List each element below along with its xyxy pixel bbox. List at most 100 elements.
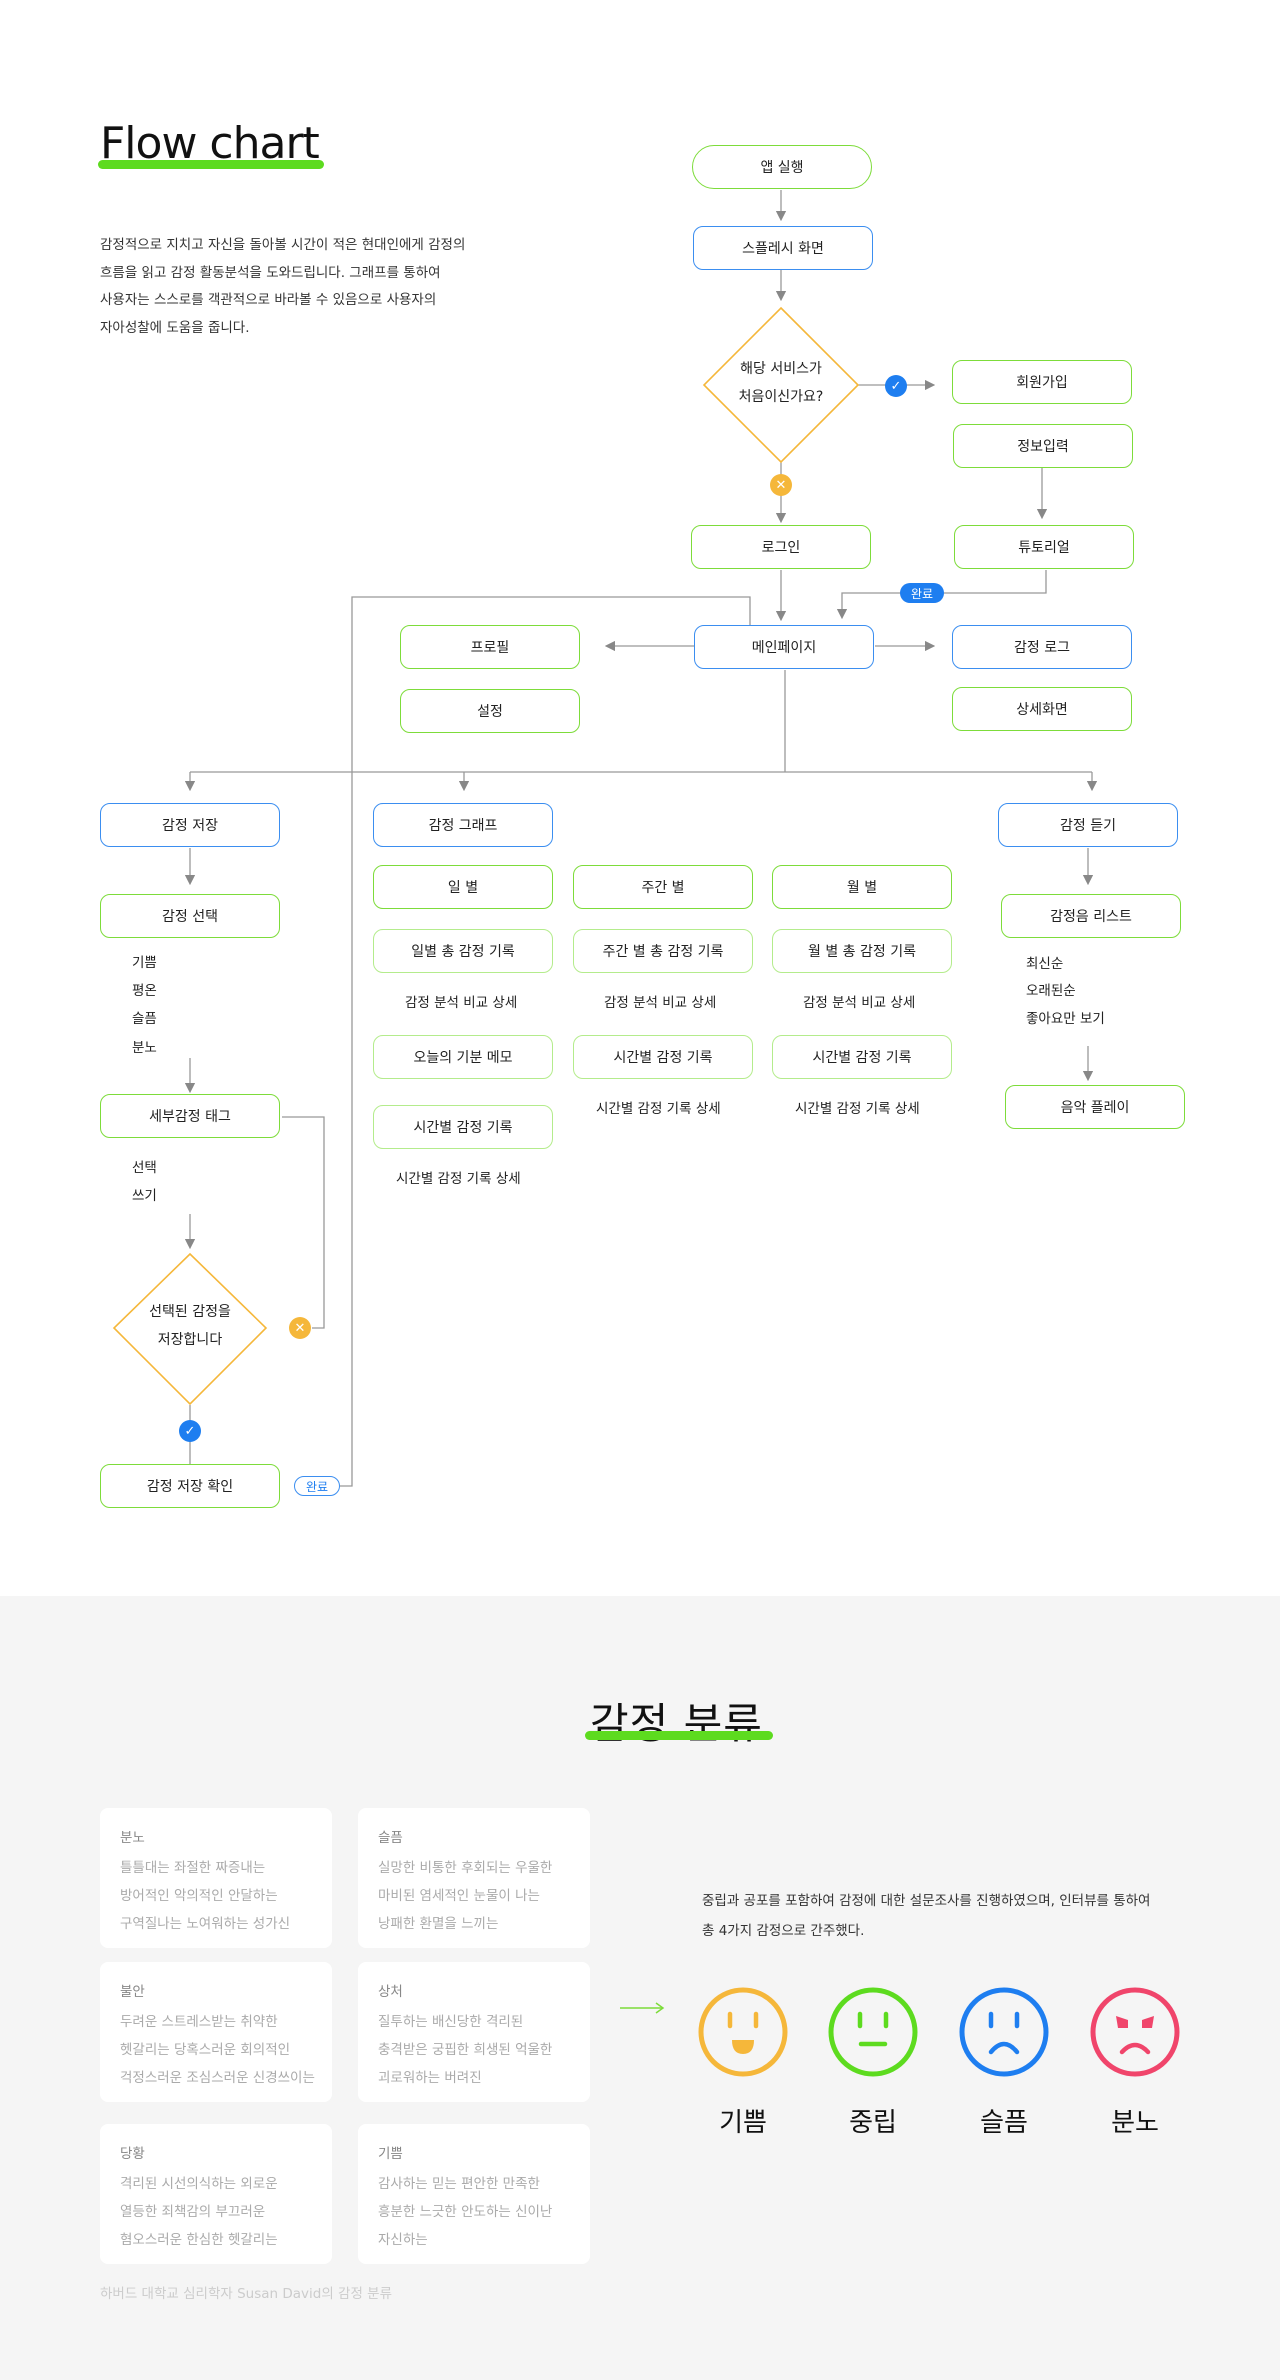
node-emotion-select: 감정 선택 [100,894,280,938]
option-item: 슬픔 [132,1011,157,1027]
analysis-text: 감정 분석 비교 상세 [604,995,717,1011]
question-line: 해당 서비스가 [740,361,822,377]
option-item: 평온 [132,983,157,999]
survey-text: 중립과 공포를 포함하여 감정에 대한 설문조사를 진행하였으며, 인터뷰를 통… [702,1886,1150,1946]
sad-face-icon [959,1987,1049,2077]
node-profile: 프로필 [400,625,580,669]
node-save-confirm: 감정 저장 확인 [100,1464,280,1508]
emotion-card: 당황 격리된 시선의식하는 외로운 열등한 죄책감의 부끄러운 혐오스러운 한심… [100,2124,332,2264]
question-line: 저장합니다 [157,1332,223,1348]
node-detail-screen: 상세화면 [952,687,1132,731]
neutral-face-icon [828,1987,918,2077]
analysis-text: 감정 분석 비교 상세 [803,995,916,1011]
node-settings: 설정 [400,689,580,733]
happy-face-icon [698,1987,788,2077]
emotion-card: 기쁨 감사하는 믿는 편안한 만족한 흥분한 느긋한 안도하는 신이난 자신하는 [358,2124,590,2264]
done-badge: 완료 [294,1476,340,1496]
first-time-diamond [702,306,860,464]
emotion-card: 불안 두려운 스트레스받는 취약한 헷갈리는 당혹스러운 회의적인 걱정스러운 … [100,1962,332,2102]
card-line: 실망한 비통한 후회되는 우울한 [378,1860,553,1876]
hourly-detail-text: 시간별 감정 기록 상세 [596,1101,721,1117]
card-line: 낭패한 환멸을 느끼는 [378,1916,499,1932]
card-line: 구역질나는 노여워하는 성가신 [120,1916,291,1932]
analysis-text: 감정 분석 비교 상세 [405,995,518,1011]
card-line: 격리된 시선의식하는 외로운 [120,2176,278,2192]
node-hourly: 시간별 감정 기록 [573,1035,753,1079]
sort-option: 좋아요만 보기 [1026,1011,1105,1027]
node-music-list: 감정음 리스트 [1001,894,1181,938]
intro-line: 흐름을 읽고 감정 활동분석을 도와드립니다. 그래프를 통하여 [100,264,441,281]
check-icon: ✓ [179,1420,201,1442]
title-underline [98,160,324,169]
emotion-card: 분노 틀틀대는 좌절한 짜증내는 방어적인 악의적인 안달하는 구역질나는 노여… [100,1808,332,1948]
emotion-card: 슬픔 실망한 비통한 후회되는 우울한 마비된 염세적인 눈물이 나는 낭패한 … [358,1808,590,1948]
done-badge: 완료 [900,583,944,603]
sort-option: 오래된순 [1026,983,1076,999]
save-diamond [112,1252,268,1406]
option-item: 분노 [132,1040,157,1056]
survey-line: 총 4가지 감정으로 간주했다. [702,1923,865,1939]
node-signup: 회원가입 [952,360,1132,404]
title-underline [585,1731,773,1740]
option-item: 선택 [132,1160,157,1176]
classification-title: 감정 분류 [590,1699,763,1748]
card-line: 질투하는 배신당한 격리된 [378,2014,524,2030]
option-item: 기쁨 [132,955,157,971]
connector-lines [112,190,1098,1487]
hourly-detail-text: 시간별 감정 기록 상세 [795,1101,920,1117]
first-time-question: 해당 서비스가 처음이신가요? [711,355,851,411]
node-music-play: 음악 플레이 [1005,1085,1185,1129]
node-hourly: 시간별 감정 기록 [772,1035,952,1079]
face-label: 중립 [849,2108,897,2138]
face-label: 기쁨 [719,2108,767,2138]
card-title: 불안 [120,1984,145,2000]
card-line: 괴로워하는 버려진 [378,2070,482,2086]
emotion-card: 상처 질투하는 배신당한 격리된 충격받은 궁핍한 희생된 억울한 괴로워하는 … [358,1962,590,2102]
node-app-start: 앱 실행 [692,145,872,189]
option-item: 쓰기 [132,1188,157,1204]
question-line: 선택된 감정을 [149,1304,231,1320]
save-question: 선택된 감정을 저장합니다 [130,1298,250,1354]
node-login: 로그인 [691,525,871,569]
arrow-right-icon [620,2002,665,2014]
node-main-page: 메인페이지 [694,625,874,669]
node-emotion-listen: 감정 듣기 [998,803,1178,847]
node-daily: 일 별 [373,865,553,909]
card-line: 두려운 스트레스받는 취약한 [120,2014,278,2030]
card-line: 틀틀대는 좌절한 짜증내는 [120,1860,266,1876]
card-line: 충격받은 궁핍한 희생된 억울한 [378,2042,553,2058]
node-daily-total: 일별 총 감정 기록 [373,929,553,973]
card-line: 걱정스러운 조심스러운 신경쓰이는 [120,2070,315,2086]
survey-line: 중립과 공포를 포함하여 감정에 대한 설문조사를 진행하였으며, 인터뷰를 통… [702,1893,1151,1909]
node-emotion-graph: 감정 그래프 [373,803,553,847]
node-weekly: 주간 별 [573,865,753,909]
check-icon: ✓ [885,375,907,397]
card-line: 마비된 염세적인 눈물이 나는 [378,1888,540,1904]
question-line: 처음이신가요? [738,389,824,405]
x-icon: ✕ [289,1317,311,1339]
x-icon: ✕ [770,474,792,496]
source-note: 하버드 대학교 심리학자 Susan David의 감정 분류 [100,2286,393,2302]
intro-line: 감정적으로 지치고 자신을 돌아볼 시간이 적은 현대인에게 감정의 [100,237,466,253]
card-line: 열등한 죄책감의 부끄러운 [120,2204,266,2220]
node-tutorial: 튜토리얼 [954,525,1134,569]
card-line: 헷갈리는 당혹스러운 회의적인 [120,2042,291,2058]
card-line: 자신하는 [378,2232,428,2248]
node-hourly: 시간별 감정 기록 [373,1105,553,1149]
hourly-detail-text: 시간별 감정 기록 상세 [396,1171,521,1187]
face-label: 슬픔 [980,2108,1028,2138]
node-weekly-total: 주간 별 총 감정 기록 [573,929,753,973]
card-title: 기쁨 [378,2146,403,2162]
card-line: 방어적인 악의적인 안달하는 [120,1888,278,1904]
node-today-memo: 오늘의 기분 메모 [373,1035,553,1079]
intro-line: 자아성찰에 도움을 줍니다. [100,319,250,336]
intro-text: 감정적으로 지치고 자신을 돌아볼 시간이 적은 현대인에게 감정의 흐름을 읽… [100,232,500,342]
card-line: 흥분한 느긋한 안도하는 신이난 [378,2204,553,2220]
node-splash: 스플레시 화면 [693,226,873,270]
node-detail-tag: 세부감정 태그 [100,1094,280,1138]
node-emotion-log: 감정 로그 [952,625,1132,669]
node-monthly: 월 별 [772,865,952,909]
face-label: 분노 [1111,2108,1159,2138]
node-emotion-save: 감정 저장 [100,803,280,847]
node-monthly-total: 월 별 총 감정 기록 [772,929,952,973]
